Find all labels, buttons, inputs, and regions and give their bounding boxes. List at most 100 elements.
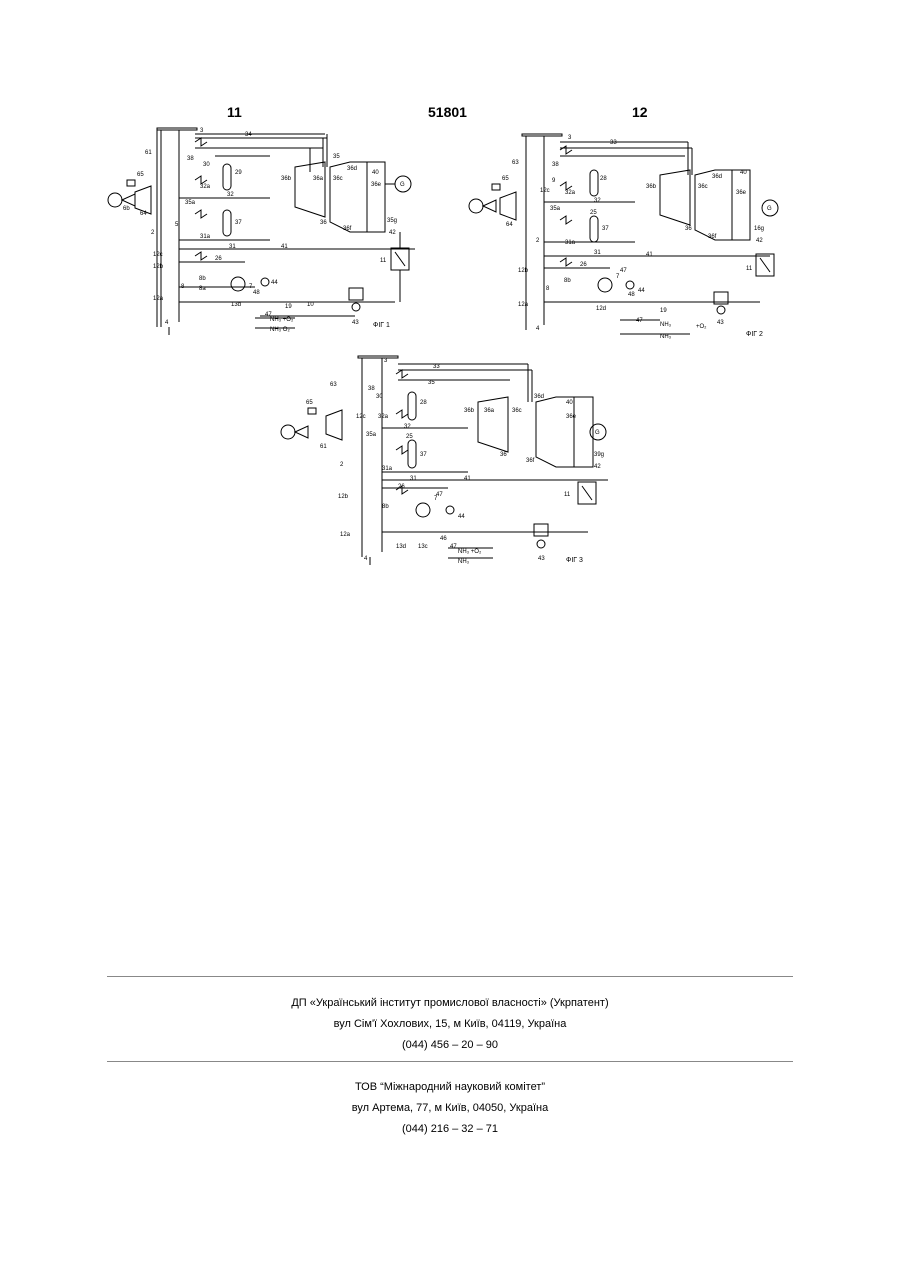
fig3-label: 31a [382, 466, 393, 472]
fig1-input: NH₃ O₂ [270, 327, 290, 333]
fig2-label: 37 [602, 226, 609, 232]
fig1-label: 34 [245, 132, 252, 138]
fig3-label: 25 [406, 434, 413, 440]
fig2-label: 11 [746, 266, 753, 272]
publisher-phone: (044) 456 – 20 – 90 [107, 1035, 793, 1056]
fig2-input: NH₃ [660, 334, 672, 340]
fig3-label: 36c [512, 408, 522, 414]
fig3-label: 36a [484, 408, 495, 414]
fig1-label: 65 [137, 172, 144, 178]
fig3-label: 47 [450, 544, 457, 550]
fig1-label: 4 [165, 320, 169, 326]
fig1-label: 36c [333, 176, 343, 182]
fig1-label: G [400, 182, 405, 188]
fig3-label: 61 [320, 444, 327, 450]
fig1-label: 61 [145, 150, 152, 156]
fig2-label: 64 [506, 222, 513, 228]
fig2-label: 48 [628, 292, 635, 298]
publisher-name: ДП «Український інститут промислової вла… [107, 993, 793, 1014]
fig1-label: 10 [307, 302, 314, 308]
fig1-label: 19 [285, 304, 292, 310]
fig3-label: 13d [396, 544, 406, 550]
fig3-label: 41 [464, 476, 471, 482]
fig3-label: 12b [338, 494, 349, 500]
figure-1-drawing: 3 34 35 61 65 64 6b 38 30 32a 32 29 35a … [95, 122, 425, 337]
footer-divider-middle [107, 1061, 793, 1062]
fig1-label: 5 [175, 222, 179, 228]
fig3-label: 40 [566, 400, 573, 406]
fig2-label: 35a [550, 206, 561, 212]
fig3-label: 43 [538, 556, 545, 562]
figure-1: 3 34 35 61 65 64 6b 38 30 32a 32 29 35a … [95, 122, 425, 337]
fig2-label: 44 [638, 288, 645, 294]
fig2-label: 9 [552, 178, 556, 184]
fig3-label: 36 [500, 452, 507, 458]
fig2-label: 26 [580, 262, 587, 268]
fig3-label: 36d [534, 394, 544, 400]
fig2-label: 36e [736, 190, 747, 196]
publisher-block: ДП «Український інститут промислової вла… [107, 993, 793, 1056]
printer-name: ТОВ “Міжнародний науковий комітет” [107, 1077, 793, 1098]
fig2-label: 36d [712, 174, 722, 180]
fig1-label: 37 [235, 220, 242, 226]
fig2-label: 32a [565, 190, 576, 196]
fig2-label: 31a [565, 240, 576, 246]
fig1-label: 3 [200, 128, 204, 134]
fig1-label: 8a [199, 286, 206, 292]
fig2-label: 43 [717, 320, 724, 326]
publisher-address: вул Сім'ї Хохлових, 15, м Київ, 04119, У… [107, 1014, 793, 1035]
fig1-label: 6b [123, 206, 130, 212]
fig1-label: 30 [203, 162, 210, 168]
fig3-label: 35 [428, 380, 435, 386]
fig2-label: 8b [564, 278, 571, 284]
fig1-label: 36b [281, 176, 292, 182]
fig3-label: 12c [356, 414, 366, 420]
printer-phone: (044) 216 – 32 – 71 [107, 1119, 793, 1140]
printer-address: вул Артема, 77, м Київ, 04050, Україна [107, 1098, 793, 1119]
fig1-label: 48 [253, 290, 260, 296]
fig3-label: 36b [464, 408, 475, 414]
fig3-label: 35a [366, 432, 377, 438]
fig2-label: 47 [636, 318, 643, 324]
fig3-label: 63 [330, 382, 337, 388]
fig3-label: 38 [368, 386, 375, 392]
fig2-label: 12c [540, 188, 550, 194]
fig1-label: 38 [187, 156, 194, 162]
fig2-input: NH₃ [660, 322, 672, 328]
figure-2-drawing: 3 33 63 65 64 9 38 32a 32 28 12c 35a 25 … [460, 130, 790, 345]
fig3-label: 12a [340, 532, 351, 538]
fig3-label: 36f [526, 458, 535, 464]
figure-3: 3 33 35 63 65 61 38 30 32a 32 28 12c 35a… [278, 352, 608, 570]
fig2-label: 4 [536, 326, 540, 332]
fig2-label: 36b [646, 184, 657, 190]
fig2-caption: ФІГ 2 [746, 331, 763, 338]
fig3-label: 42 [594, 464, 601, 470]
page-number-right: 12 [632, 104, 648, 120]
fig3-label: 4 [364, 556, 368, 562]
fig2-label: 36f [708, 234, 717, 240]
fig1-label: 41 [281, 244, 288, 250]
fig1-input: NH₃ +O₂ [270, 317, 294, 323]
fig1-label: 11 [380, 258, 387, 264]
fig3-input: NH₃ +O₂ [458, 549, 482, 555]
fig1-label: 12a [153, 296, 164, 302]
fig1-label: 64 [140, 211, 147, 217]
fig3-label: 8b [382, 504, 389, 510]
fig2-label: 19 [660, 308, 667, 314]
fig3-label: 3 [384, 358, 388, 364]
fig2-label: 63 [512, 160, 519, 166]
fig2-label: 25 [590, 210, 597, 216]
fig2-label: 36 [685, 226, 692, 232]
fig2-label: 42 [756, 238, 763, 244]
fig2-label: 38 [552, 162, 559, 168]
fig2-label: 36c [698, 184, 708, 190]
fig3-label: 44 [458, 514, 465, 520]
fig1-label: 13d [231, 302, 241, 308]
fig1-label: 36a [313, 176, 324, 182]
fig2-label: 32 [594, 198, 601, 204]
footer-divider-top [107, 976, 793, 977]
fig1-label: 40 [372, 170, 379, 176]
fig3-label: 36e [566, 414, 577, 420]
fig3-label: 30 [376, 394, 383, 400]
fig1-label: 36f [343, 226, 352, 232]
